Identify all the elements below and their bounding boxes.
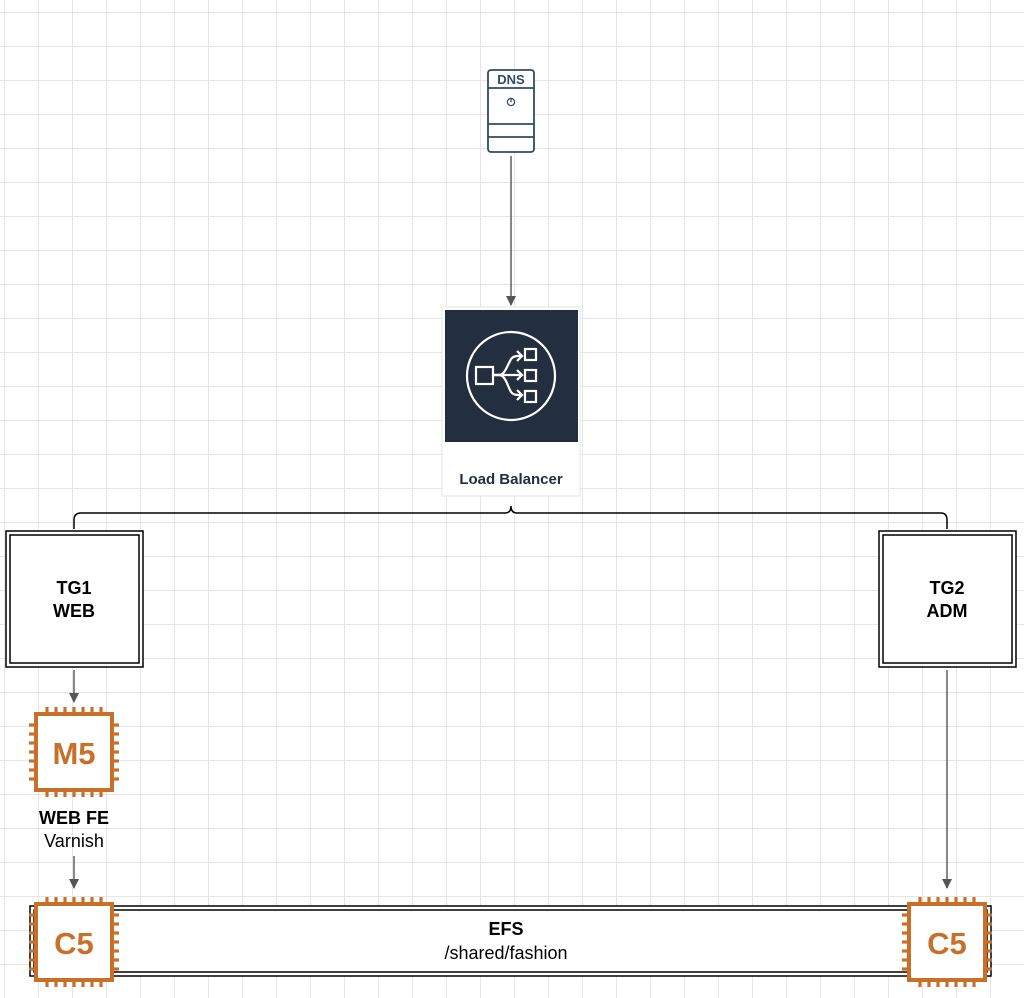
c5-right-chip-label: C5 (927, 926, 967, 961)
ec2-instance-icon (29, 707, 119, 797)
efs-title: EFS (488, 919, 523, 939)
tg2-name: TG2 (929, 578, 964, 598)
efs-node[interactable]: EFS /shared/fashion (29, 905, 992, 977)
dns-server-icon (487, 69, 535, 153)
efs-path: /shared/fashion (444, 943, 567, 963)
target-group-tg1[interactable]: TG1 WEB (5, 530, 144, 668)
dns-label: DNS (497, 72, 525, 87)
load-balancer-label: Load Balancer (459, 471, 563, 488)
connectors (69, 156, 952, 889)
load-balancer-icon (465, 330, 557, 422)
web-fe-instance[interactable]: M5 WEB FE Varnish (29, 707, 119, 851)
ec2-instance-icon (902, 897, 992, 987)
c5-instance-left[interactable]: C5 (29, 897, 119, 987)
dns-node[interactable]: DNS (487, 69, 535, 153)
tg2-role: ADM (927, 601, 968, 621)
ec2-instance-icon (29, 897, 119, 987)
web-fe-title: WEB FE (39, 808, 109, 828)
c5-left-chip-label: C5 (54, 926, 94, 961)
c5-instance-right[interactable]: C5 (902, 897, 992, 987)
tg1-role: WEB (53, 601, 95, 621)
load-balancer-bracket (73, 505, 948, 529)
load-balancer-node[interactable]: Load Balancer (441, 306, 581, 497)
tg1-name: TG1 (56, 578, 91, 598)
target-group-tg2[interactable]: TG2 ADM (878, 530, 1017, 668)
web-fe-chip-label: M5 (52, 736, 95, 771)
web-fe-subtitle: Varnish (44, 831, 104, 851)
